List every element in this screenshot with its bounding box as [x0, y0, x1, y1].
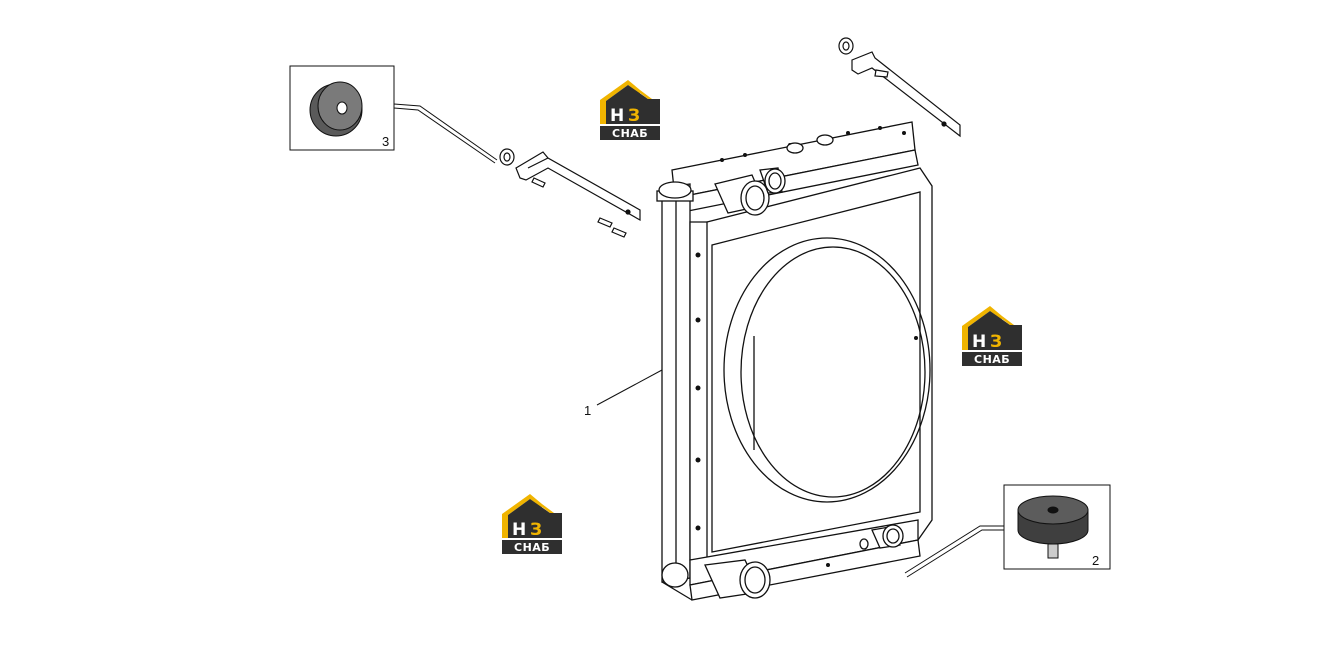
fan-ring	[723, 237, 931, 503]
callout-label-1: 1	[584, 403, 591, 418]
svg-text:З: З	[990, 332, 1002, 352]
left-mounting-bracket	[499, 148, 641, 238]
svg-text:З: З	[530, 520, 542, 540]
callout-label-2: 2	[1092, 553, 1099, 568]
callout-box-3	[289, 65, 498, 164]
watermark-logo: Н З СНАБ	[502, 494, 562, 554]
bottom-pipes	[661, 524, 904, 599]
svg-text:СНАБ: СНАБ	[974, 353, 1010, 366]
isolator-washer-detail	[309, 81, 363, 137]
callout-box-2	[904, 484, 1111, 578]
callout-label-3: 3	[382, 134, 389, 149]
svg-text:Н: Н	[512, 520, 526, 540]
rubber-mount-detail	[1017, 495, 1089, 559]
svg-text:Н: Н	[610, 106, 624, 126]
top-pipes	[656, 134, 834, 216]
svg-text:Н: Н	[972, 332, 986, 352]
leader-line-1	[596, 369, 663, 406]
watermark-logo: Н З СНАБ	[962, 306, 1022, 366]
svg-text:СНАБ: СНАБ	[612, 127, 648, 140]
right-mounting-bracket	[838, 37, 961, 138]
svg-text:СНАБ: СНАБ	[514, 541, 550, 554]
svg-text:З: З	[628, 106, 640, 126]
watermark-logo: Н З СНАБ	[600, 80, 660, 140]
